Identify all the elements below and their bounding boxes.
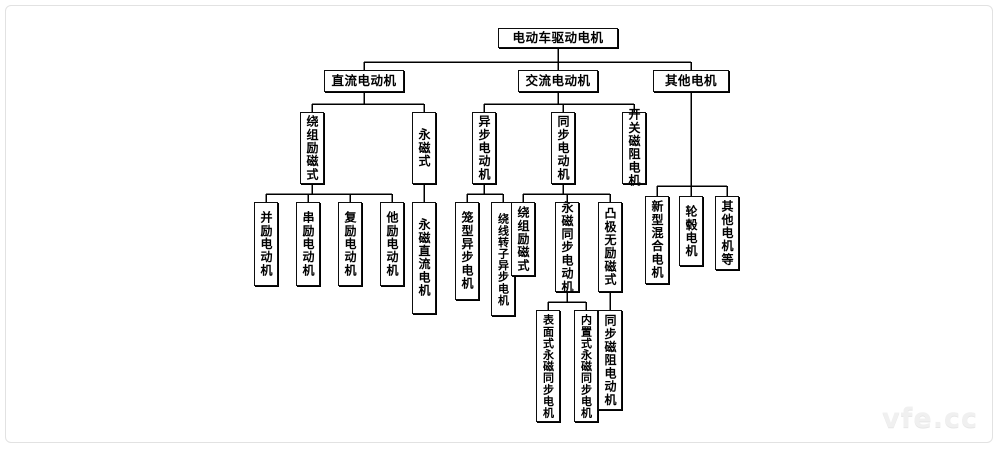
node-sync-wound-excited[interactable]: 绕组励磁式 <box>511 202 535 276</box>
node-wound-rotor-async-motor-label: 绕线转子异步电机 <box>496 212 510 306</box>
node-sync-wound-excited-label: 绕组励磁式 <box>516 206 530 272</box>
node-series-motor[interactable]: 串励电动机 <box>296 202 320 286</box>
node-ac-motor-label: 交流电动机 <box>525 72 591 88</box>
node-ac-motor[interactable]: 交流电动机 <box>518 70 598 92</box>
node-other-motor[interactable]: 其他电机 <box>653 70 729 92</box>
node-dc-permanent-magnet[interactable]: 永磁式 <box>412 112 436 184</box>
node-pm-sync-motor-label: 永磁同步电动机 <box>560 200 574 294</box>
node-series-motor-label: 串励电动机 <box>301 211 315 277</box>
node-dc-motor[interactable]: 直流电动机 <box>324 70 404 92</box>
node-shunt-motor-label: 并励电动机 <box>259 211 273 277</box>
node-other-motors-etc[interactable]: 其他电机等 <box>715 196 739 270</box>
node-surface-pm-sync-motor-label: 表面式永磁同步电机 <box>541 313 555 419</box>
node-interior-pm-sync-motor-label: 内置式永磁同步电机 <box>579 313 593 419</box>
node-sync-reluctance-motor-label: 同步磁阻电动机 <box>603 313 617 407</box>
node-async-motor-label: 异步电动机 <box>477 115 491 181</box>
node-dc-wound-excited[interactable]: 绕组励磁式 <box>300 112 324 184</box>
node-pm-dc-motor[interactable]: 永磁直流电机 <box>412 202 436 314</box>
node-sync-reluctance-motor[interactable]: 同步磁阻电动机 <box>598 310 622 410</box>
node-pm-sync-motor[interactable]: 永磁同步电动机 <box>555 200 579 294</box>
node-compound-motor-label: 复励电动机 <box>343 211 357 277</box>
node-sync-motor-label: 同步电动机 <box>556 115 570 181</box>
node-other-motor-label: 其他电机 <box>664 72 717 88</box>
watermark: vfe.cc <box>882 403 978 434</box>
node-dc-wound-excited-label: 绕组励磁式 <box>305 115 319 181</box>
node-root[interactable]: 电动车驱动电机 <box>498 28 618 48</box>
node-root-label: 电动车驱动电机 <box>512 29 604 45</box>
node-salient-pole-non-excited[interactable]: 凸极无励磁式 <box>598 202 622 292</box>
node-shunt-motor[interactable]: 并励电动机 <box>254 202 278 286</box>
node-hub-motor[interactable]: 轮毂电机 <box>679 196 703 266</box>
node-sync-motor[interactable]: 同步电动机 <box>551 112 575 184</box>
node-cage-async-motor-label: 笼型异步电机 <box>460 211 474 291</box>
node-dc-motor-label: 直流电动机 <box>331 72 397 88</box>
node-dc-permanent-magnet-label: 永磁式 <box>417 128 431 168</box>
node-salient-pole-non-excited-label: 凸极无励磁式 <box>603 207 617 287</box>
node-hub-motor-label: 轮毂电机 <box>684 204 698 258</box>
node-switched-reluctance-motor[interactable]: 开关磁阻电机 <box>622 108 646 188</box>
node-interior-pm-sync-motor[interactable]: 内置式永磁同步电机 <box>574 310 598 422</box>
node-switched-reluctance-motor-label: 开关磁阻电机 <box>627 108 641 188</box>
node-separately-excited-motor-label: 他励电动机 <box>385 211 399 277</box>
node-new-hybrid-motor-label: 新型混合电机 <box>650 200 664 280</box>
node-separately-excited-motor[interactable]: 他励电动机 <box>380 202 404 286</box>
node-other-motors-etc-label: 其他电机等 <box>720 200 734 266</box>
node-surface-pm-sync-motor[interactable]: 表面式永磁同步电机 <box>536 310 560 422</box>
node-async-motor[interactable]: 异步电动机 <box>472 112 496 184</box>
node-compound-motor[interactable]: 复励电动机 <box>338 202 362 286</box>
node-cage-async-motor[interactable]: 笼型异步电机 <box>455 202 479 300</box>
node-pm-dc-motor-label: 永磁直流电机 <box>417 218 431 298</box>
node-new-hybrid-motor[interactable]: 新型混合电机 <box>645 196 669 284</box>
